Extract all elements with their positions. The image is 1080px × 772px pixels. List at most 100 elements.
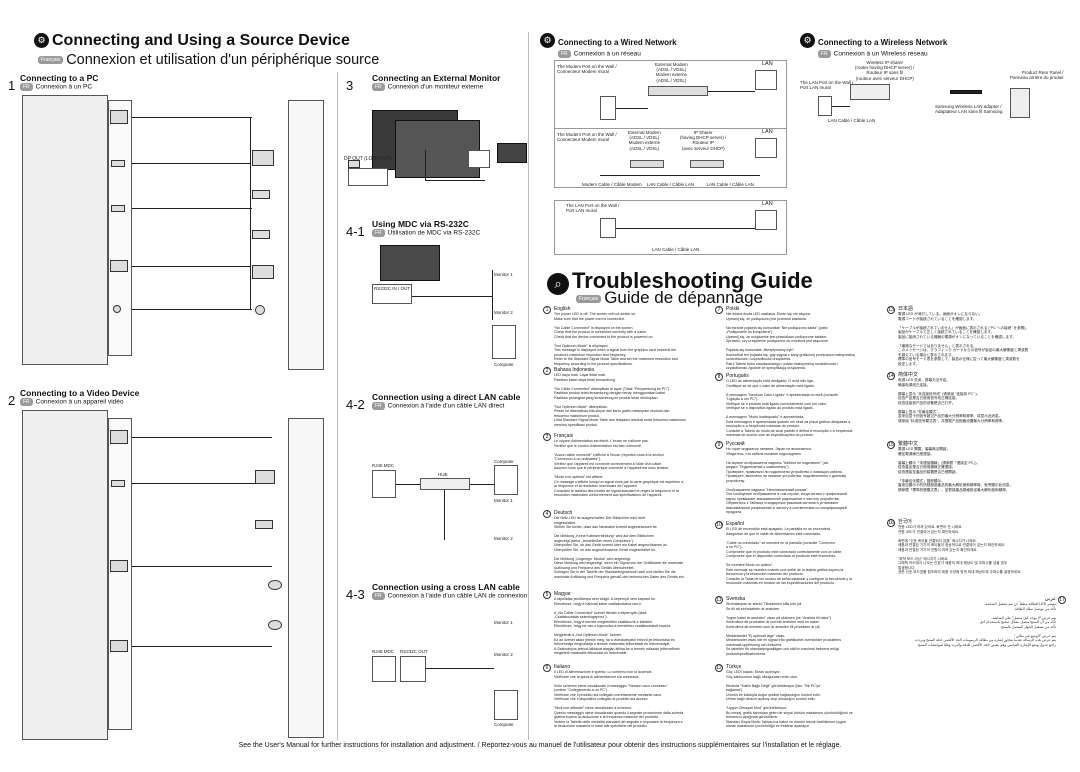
lang-block-italian: 6 Italiano Il LED di alimentazione è spe… — [543, 664, 712, 729]
rs232c-label: RS232C IN / OUT — [374, 286, 411, 291]
video-device-panel — [288, 418, 324, 738]
mdc-computer-label: Computer — [494, 362, 514, 367]
language-badge: FR — [818, 50, 831, 58]
pc-ports-panel — [288, 100, 324, 370]
wall-plate-1 — [600, 96, 616, 120]
display-wall-2 — [395, 120, 480, 178]
lang-block-french: 3 Français Le voyant d'alimentation est … — [543, 433, 712, 498]
external-modem-label: External Modem (ADSL / VDSL) Modem exter… — [655, 62, 688, 83]
wall-plate-wireless — [818, 96, 832, 116]
product-rear-panel — [22, 95, 108, 365]
port-dvi-video — [110, 430, 128, 444]
wireless-router — [850, 84, 890, 100]
modem-port-wall-label: The Modem Port on the Wall / Connecteur … — [557, 64, 617, 75]
lang-block-polish: 7 Polski Nie świeci dioda LED zasilania.… — [715, 306, 884, 371]
wired-diagram-2 — [554, 128, 787, 188]
cross-monitor-2-label: Monitor 2 — [494, 652, 513, 657]
step-number: 1 — [8, 78, 16, 93]
hub-label: HUB — [438, 472, 448, 477]
troubleshooting-title: ⌕Troubleshooting Guide — [547, 268, 813, 295]
rs232c-out-label: RS232C OUT — [400, 649, 428, 654]
lang-block-korean: 16 한국어 전원 LED가 꺼져 있어요. 화면이 안 나와요. 전원 코드가… — [887, 519, 1022, 574]
mdc-computer — [492, 325, 516, 359]
lang-block-chinese-simplified: 14 简体中文 电源 LED 关闭。屏幕无法开启。 确保电源线已连接。 屏幕上显… — [887, 372, 1006, 423]
rj45-cross-panel — [372, 656, 396, 682]
pc-connector-dvi — [252, 150, 274, 166]
lan-port-wall-wireless: The LAN Port on the Wall / Port LAN mura… — [800, 80, 854, 91]
lang-block-turkish: 12 Türkçe Güç LED'i kapalı. Ekran açılmı… — [715, 664, 853, 728]
language-badge: FR — [558, 50, 571, 58]
language-badge: Français — [38, 55, 64, 64]
port-strip-video — [108, 418, 132, 730]
adapter-label: Samsung Wireless LAN adapter / Adaptateu… — [935, 104, 1003, 115]
port-dvi — [110, 110, 128, 124]
mdc-monitor-2-label: Monitor 2 — [494, 310, 513, 315]
language-badge: FR — [372, 83, 385, 91]
port-hdmi — [111, 160, 125, 167]
rj45-label: RJ45 MDC — [372, 463, 395, 468]
lang-block-indonesian: 2 Bahasa Indonesia LED daya mati. Layar … — [543, 367, 712, 427]
monitor-stand — [468, 150, 490, 168]
wireless-sharer-label: Wireless IP sharer (router having DHCP s… — [855, 60, 915, 81]
lang-block-german: 4 Deutsch Die Netz-LED ist ausgeschaltet… — [543, 510, 712, 579]
search-icon: ⌕ — [547, 272, 569, 295]
video-connector-component — [268, 580, 282, 590]
cables-label-2: Modem Cable / Câble Modem LAN Cable / Câ… — [582, 182, 754, 187]
external-monitor — [497, 143, 527, 163]
rs232c-panel — [372, 284, 412, 304]
wireless-lan-cable-label: LAN Cable / Câble LAN — [828, 118, 876, 123]
lang-block-spanish: 10 Español El LED de encendido está apag… — [715, 521, 852, 585]
lan-port-2 — [755, 138, 777, 158]
port-component — [110, 560, 128, 572]
language-badge: FR — [372, 229, 385, 237]
language-badge: FR — [372, 592, 385, 600]
step-number: 4-3 — [346, 587, 365, 602]
lan-label-3: LAN — [762, 201, 773, 207]
port-hdmi-video — [111, 480, 125, 487]
ip-sharer-label: IP Sharer (having DHCP server) / Routeur… — [680, 130, 727, 151]
lan-computer — [494, 465, 518, 495]
wall-plate-3 — [600, 218, 616, 238]
step-number: 4-2 — [346, 397, 365, 412]
step-number: 3 — [346, 78, 354, 93]
pc-connector-dp — [252, 230, 270, 239]
rs232c-cross-panel — [400, 656, 426, 682]
lang-block-japanese: 13 日本語 電源 LED が消灯している。画面がオンにならない。 電源コードが… — [887, 306, 1030, 366]
lan-label-2: LAN — [762, 129, 773, 135]
lang-block-russian: 9 Русский Не горит индикатор питания. Эк… — [715, 441, 884, 515]
wireless-adapter — [950, 90, 982, 94]
dp-out-label: DP OUT (LOOPOUT) — [344, 156, 392, 162]
lan-computer-label: Computer — [494, 459, 514, 464]
language-badge: FR — [372, 402, 385, 410]
source-title: ⚙Connecting and Using a Source Device — [34, 32, 350, 50]
cross-computer-label: Computer — [494, 722, 514, 727]
port-audio — [113, 305, 121, 313]
port-strip — [108, 100, 132, 356]
lang-block-portuguese: 8 Português O LED de alimentação está de… — [715, 373, 884, 438]
mdc-monitor-1-label: Monitor 1 — [494, 272, 513, 277]
lan-monitor-2-label: Monitor 2 — [494, 536, 513, 541]
lang-block-chinese-traditional: 15 繁體中文 電源 LED 關閉。螢幕無法開啟。 確定電源線已經連接。 螢幕上… — [887, 441, 1013, 492]
language-badge: FR — [20, 398, 33, 406]
lan-port-3 — [755, 210, 777, 230]
modem-port-wall-label-2: The Modem Port on the Wall / Connecteur … — [557, 132, 617, 143]
external-modem-label-2: External Modem (ADSL / VDSL) Modem exter… — [628, 130, 661, 151]
network-icon: ⚙ — [540, 33, 555, 49]
pc-connector-audio — [255, 305, 265, 315]
product-rear-panel-video — [22, 410, 108, 740]
lang-block-english: 1 English The power LED is off. The scre… — [543, 306, 712, 366]
lang-block-swedish: 11 Svenska Strömlampan är släckt. Tillsk… — [715, 596, 842, 656]
port-av — [110, 640, 128, 652]
language-badge: Français — [576, 294, 602, 303]
dp-loop-port — [348, 160, 360, 168]
step-number: 2 — [8, 393, 16, 408]
video-connector-dvi — [255, 470, 275, 484]
